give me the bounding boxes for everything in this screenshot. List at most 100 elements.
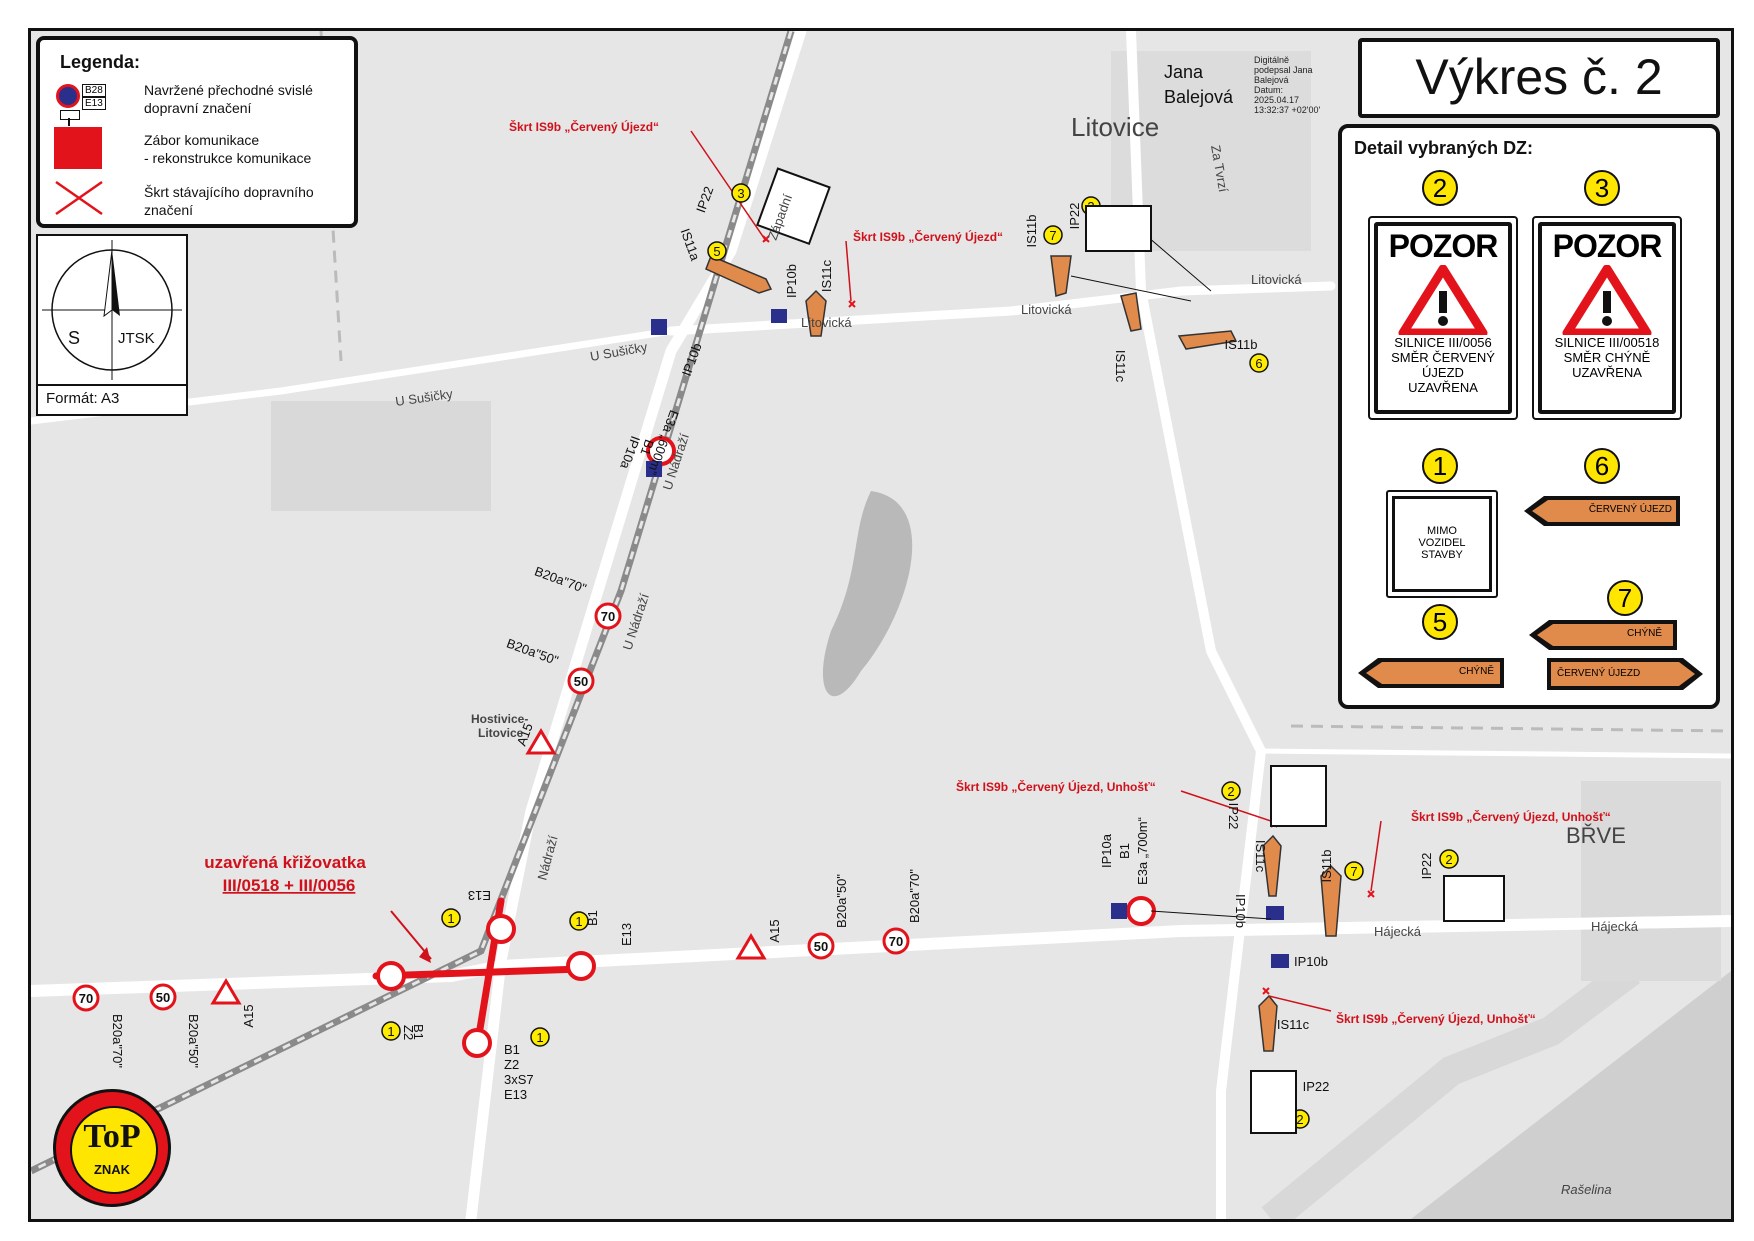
svg-text:Litovice: Litovice	[478, 726, 524, 740]
speed-70-a: 70	[79, 991, 93, 1006]
number-badges	[381, 183, 1459, 1129]
detail-arrow-pair: CHÝNĚ ČERVENÝ ÚJEZD	[1527, 618, 1707, 692]
format-label: Formát: A3	[46, 390, 120, 407]
svg-text:IP22: IP22	[1226, 803, 1241, 830]
speed-70-c: 70	[601, 609, 615, 624]
svg-text:B1: B1	[1117, 843, 1132, 859]
svg-text:Digitálně: Digitálně	[1254, 55, 1289, 65]
svg-text:2: 2	[1296, 1112, 1303, 1127]
legend-item-1-text2: dopravní značení	[144, 100, 252, 116]
compass-system-label: JTSK	[118, 330, 155, 347]
signature-block: Digitálně podepsal Jana Balejová Datum: …	[1254, 55, 1321, 115]
svg-text:3: 3	[737, 186, 744, 201]
svg-text:1: 1	[575, 914, 582, 929]
detail-badge-3: 3	[1584, 170, 1620, 206]
strike-labels: Škrt IS9b „Červený Újezd“ Škrt IS9b „Čer…	[509, 119, 1611, 1026]
legend-title: Legenda:	[60, 52, 141, 72]
legend-item-1-text1: Navržené přechodné svislé	[144, 82, 313, 98]
svg-text:Hostivice-: Hostivice-	[471, 712, 528, 726]
speed-50-a: 50	[156, 990, 170, 1005]
svg-text:B1: B1	[585, 910, 600, 926]
svg-text:IP10b: IP10b	[784, 264, 799, 298]
compass-north-label: S	[68, 328, 81, 348]
svg-text:Balejová: Balejová	[1254, 75, 1289, 85]
svg-text:6: 6	[1255, 356, 1262, 371]
svg-text:Škrt IS9b „Červený Újezd, Unho: Škrt IS9b „Červený Újezd, Unhošť“	[1336, 1011, 1536, 1026]
svg-text:3xS7: 3xS7	[504, 1072, 534, 1087]
legend-item-3-text1: Škrt stávajícího dopravního	[144, 184, 314, 200]
svg-text:A15: A15	[241, 1004, 256, 1027]
forest-area	[1411, 971, 1731, 1219]
svg-text:BŘVE: BŘVE	[1566, 823, 1626, 848]
svg-text:Škrt IS9b „Červený Újezd“: Škrt IS9b „Červený Újezd“	[853, 229, 1003, 244]
detail-sign-mimo: MIMO VOZIDEL STAVBY	[1386, 490, 1498, 598]
pond	[822, 491, 913, 697]
legend-item-2-text1: Zábor komunikace	[144, 132, 260, 148]
svg-text:IP22: IP22	[1419, 853, 1434, 880]
speed-70-b: 70	[889, 934, 903, 949]
detail-title: Detail vybraných DZ:	[1354, 138, 1534, 158]
svg-text:IP10b: IP10b	[1294, 954, 1328, 969]
legend-item-2-text2: - rekonstrukce komunikace	[144, 150, 312, 166]
svg-text:B1: B1	[504, 1042, 520, 1057]
closure-label-line2: III/0518 + III/0056	[223, 876, 356, 895]
svg-text:7: 7	[1049, 228, 1056, 243]
svg-text:B20a"50": B20a"50"	[834, 874, 849, 928]
svg-text:E3a „700m“: E3a „700m“	[1135, 817, 1150, 885]
svg-text:7: 7	[1350, 864, 1357, 879]
ip-blue-signs	[646, 309, 1289, 968]
topznak-logo: ToP ZNAK	[53, 1089, 171, 1207]
pozor-boxes	[756, 167, 1505, 1134]
closure-stack-texts: B1 Z2 B1 E13 B1 Z2 3xS7 E13 E13	[401, 888, 634, 1102]
detail-badge-1: 1	[1422, 448, 1458, 484]
strike-pointers	[690, 130, 1382, 1012]
svg-text:IP22: IP22	[1303, 1079, 1330, 1094]
svg-text:A15: A15	[514, 721, 536, 748]
svg-text:IP10a: IP10a	[1099, 833, 1114, 868]
legend-panel: Legenda: B28 E13 Navržené přechodné svis…	[36, 36, 358, 228]
detail-badge-2: 2	[1422, 170, 1458, 206]
svg-text:1: 1	[536, 1030, 543, 1045]
svg-text:IP22: IP22	[1067, 203, 1082, 230]
svg-text:2: 2	[1445, 852, 1452, 867]
legend-sign-icon: B28 E13	[56, 84, 106, 128]
svg-text:Litovická: Litovická	[801, 315, 852, 330]
detail-badge-5: 5	[1422, 604, 1458, 640]
speed-signs	[72, 602, 910, 1012]
logo-text-top: ToP	[83, 1118, 141, 1155]
legend-item-3-text2: značení	[144, 202, 194, 218]
svg-text:IP10b: IP10b	[1233, 894, 1248, 928]
logo-text-bottom: ZNAK	[93, 1162, 131, 1177]
red-square-icon	[54, 127, 102, 169]
pointer-lines	[1070, 230, 1272, 920]
svg-text:B20a"50": B20a"50"	[186, 1014, 201, 1068]
svg-text:B1: B1	[637, 438, 657, 458]
detail-arrow-cerveny-ujezd: ČERVENÝ ÚJEZD	[1522, 494, 1682, 528]
svg-text:Z2: Z2	[401, 1025, 416, 1040]
svg-text:B20a"70": B20a"70"	[110, 1014, 125, 1068]
svg-text:IS11b: IS11b	[1319, 849, 1334, 882]
svg-text:E13: E13	[468, 888, 491, 903]
closure-b1-signs	[376, 436, 1156, 1058]
signature-name-2: Balejová	[1164, 87, 1234, 107]
svg-text:1: 1	[447, 911, 454, 926]
closure-label-line1: uzavřená křižovatka	[204, 853, 366, 872]
svg-text:Litovická: Litovická	[1251, 272, 1302, 287]
svg-text:2: 2	[1227, 784, 1234, 799]
number-badge-texts: 3 5 7 3 6 2 7 2 1 1 1 1 2	[387, 186, 1452, 1127]
svg-text:Škrt IS9b „Červený Újezd, Unho: Škrt IS9b „Červený Újezd, Unhošť“	[1411, 809, 1611, 824]
detail-sign-pozor-3: POZOR SILNICE III/00518 SMĚR CHÝNĚ UZAVŘ…	[1532, 216, 1682, 420]
detail-panel: Detail vybraných DZ: 2 POZOR SILNICE III…	[1338, 124, 1720, 709]
svg-text:Hájecká: Hájecká	[1374, 924, 1422, 939]
svg-text:Datum:: Datum:	[1254, 85, 1283, 95]
compass-panel: S JTSK Formát: A3	[36, 234, 188, 416]
svg-text:podepsal Jana: podepsal Jana	[1254, 65, 1313, 75]
signature-name-1: Jana	[1164, 62, 1204, 82]
svg-text:13:32:37 +02'00': 13:32:37 +02'00'	[1254, 105, 1321, 115]
detail-badge-6: 6	[1584, 448, 1620, 484]
svg-text:1: 1	[387, 1024, 394, 1039]
direction-signs	[705, 255, 1342, 1052]
svg-text:IS11c: IS11c	[1277, 1017, 1310, 1032]
svg-text:Litovická: Litovická	[1021, 302, 1072, 317]
svg-text:B20a"70": B20a"70"	[907, 869, 922, 923]
